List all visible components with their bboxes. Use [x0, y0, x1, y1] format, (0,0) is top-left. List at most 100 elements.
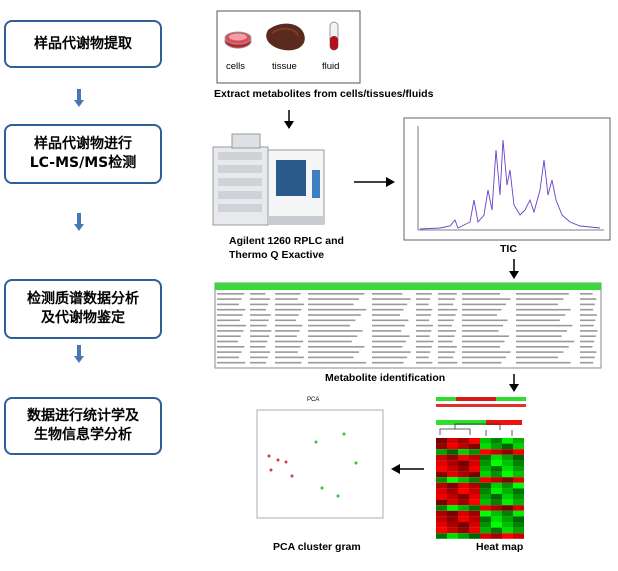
table-cell: [462, 324, 503, 327]
table-cell: [416, 303, 429, 306]
table-cell: [516, 351, 564, 353]
lcms-instrument-icon: [212, 133, 325, 226]
arrow-down-icon: [509, 374, 519, 392]
table-cell: [462, 361, 502, 364]
table-cell: [580, 356, 595, 359]
heat-cell: [436, 449, 447, 455]
table-cell: [308, 340, 352, 343]
table-cell: [275, 308, 302, 311]
heat-cell: [513, 460, 524, 466]
table-cell: [275, 319, 296, 322]
heat-cell: [447, 460, 458, 466]
step-label: 样品代谢物提取: [34, 35, 132, 52]
heat-cell: [469, 482, 480, 489]
tic-chromatogram: [403, 117, 611, 241]
table-cell: [372, 319, 409, 322]
table-cell: [308, 314, 361, 316]
table-cell: [516, 324, 573, 327]
heat-cell: [458, 449, 469, 455]
heat-cell: [469, 522, 480, 528]
heat-cell: [502, 438, 513, 444]
step-box-analysis: 检测质谱数据分析 及代谢物鉴定: [4, 279, 162, 339]
heat-cell: [502, 505, 513, 511]
heat-cell: [458, 494, 469, 500]
table-cell: [438, 361, 458, 364]
heat-cell: [491, 488, 502, 494]
table-cell: [516, 308, 571, 311]
table-cell: [462, 308, 502, 311]
heat-cell: [436, 499, 447, 506]
heat-cell: [513, 482, 524, 489]
heat-map-cells: [436, 438, 524, 539]
heat-cell: [502, 443, 513, 450]
table-cell: [580, 303, 595, 306]
heat-cell: [469, 533, 480, 539]
table-cell: [516, 346, 569, 348]
heat-cell: [513, 516, 524, 522]
table-cell: [308, 351, 359, 353]
heat-cell: [513, 477, 524, 483]
heat-cell: [502, 522, 513, 528]
table-cell: [217, 308, 246, 311]
heat-cell: [502, 488, 513, 494]
table-cell: [438, 319, 454, 322]
table-cell: [372, 346, 403, 348]
heat-cell: [447, 516, 458, 522]
heat-cell: [513, 449, 524, 455]
table-cell: [438, 314, 456, 316]
heat-cell: [480, 488, 491, 494]
table-cell: [372, 308, 404, 311]
heat-cell: [469, 449, 480, 455]
extract-caption: Extract metabolites from cells/tissues/f…: [214, 88, 434, 100]
heat-cell: [469, 505, 480, 511]
table-cell: [438, 298, 455, 300]
table-cell: [372, 298, 411, 300]
heat-cell: [436, 527, 447, 534]
heat-cell: [436, 488, 447, 494]
instrument-caption-2: Thermo Q Exactive: [229, 249, 325, 261]
table-cell: [250, 356, 269, 359]
heat-cell: [480, 505, 491, 511]
table-cell: [250, 335, 270, 337]
down-arrow-icon: [74, 213, 84, 231]
table-cell: [275, 356, 305, 359]
table-cell: [308, 346, 365, 348]
table-cell: [372, 340, 406, 343]
table-cell: [250, 308, 267, 311]
table-cell: [580, 335, 596, 337]
heat-cell: [436, 510, 447, 517]
table-cell: [516, 314, 566, 316]
arrow-right-icon: [354, 177, 395, 187]
table-cell: [438, 324, 452, 327]
heat-cell: [513, 533, 524, 539]
heat-cell: [447, 488, 458, 494]
table-cell: [275, 324, 303, 327]
table-cell: [438, 335, 455, 337]
heat-cell: [458, 522, 469, 528]
heat-cell: [480, 522, 491, 528]
heat-cell: [447, 471, 458, 478]
table-cell: [372, 356, 408, 359]
heat-cell: [469, 494, 480, 500]
table-cell: [217, 346, 245, 348]
pca-title: PCA: [307, 397, 320, 403]
down-arrow-icon: [74, 89, 84, 107]
heat-cell: [458, 454, 469, 461]
table-cell: [217, 340, 238, 343]
heat-cell: [491, 454, 502, 461]
table-cell: [438, 303, 454, 306]
step-box-extraction: 样品代谢物提取: [4, 20, 162, 68]
heat-cell: [480, 516, 491, 522]
heat-cell: [513, 438, 524, 444]
heat-cell: [458, 510, 469, 517]
step-label: 数据进行统计学及 生物信息学分析: [27, 408, 139, 443]
table-cell: [462, 356, 506, 359]
heat-cell: [513, 510, 524, 517]
table-cell: [308, 319, 356, 322]
heat-cell: [513, 443, 524, 450]
table-cell: [416, 351, 431, 353]
table-cell: [372, 330, 402, 332]
table-cell: [275, 335, 297, 337]
heat-cell: [491, 499, 502, 506]
